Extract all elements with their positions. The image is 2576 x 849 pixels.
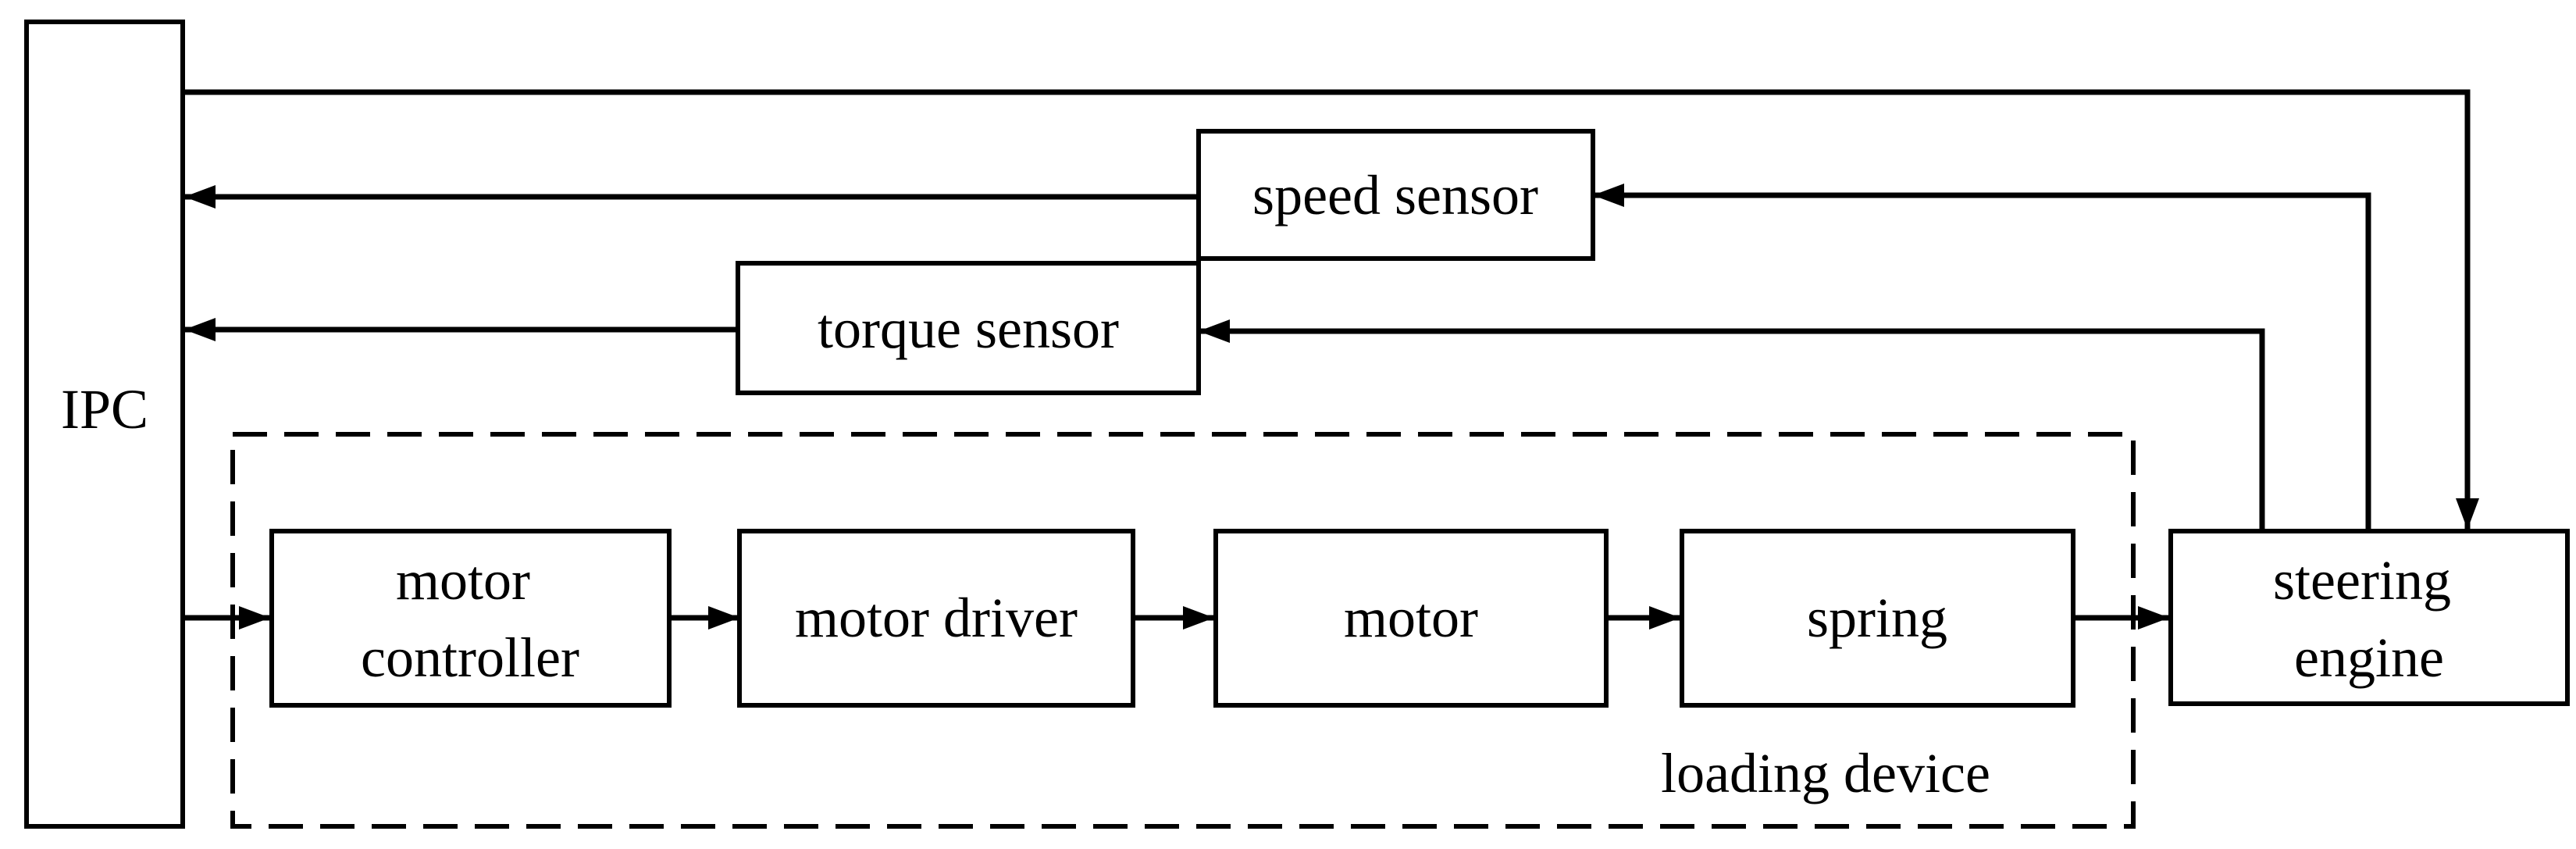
motor-controller-label-line-2: controller — [361, 626, 579, 689]
torque-sensor-label: torque sensor — [818, 298, 1119, 360]
motor-controller-label: motor controller — [361, 549, 579, 689]
steering-engine-to-speed-sensor-line — [1593, 184, 2371, 530]
ipc-to-steering-engine-line — [183, 89, 2479, 530]
torque-sensor-block: torque sensor — [736, 261, 1201, 395]
steering-engine-label: steering engine — [2273, 549, 2465, 689]
ipc-block: IPC — [24, 20, 185, 829]
motor-label: motor — [1344, 587, 1478, 649]
loading-device-boundary — [230, 432, 2136, 829]
motor-controller-block: motor controller — [269, 529, 672, 708]
speed-sensor-block: speed sensor — [1196, 129, 1595, 261]
speed-sensor-label: speed sensor — [1252, 164, 1538, 227]
motor-block: motor — [1213, 529, 1609, 708]
steering-engine-label-line-1: steering — [2273, 549, 2451, 612]
steering-engine-block: steering engine — [2168, 529, 2570, 706]
spring-label: spring — [1807, 587, 1947, 649]
motor-controller-label-line-1: motor — [396, 549, 530, 612]
motor-driver-block: motor driver — [737, 529, 1135, 708]
motor-driver-label: motor driver — [795, 587, 1078, 649]
ipc-label: IPC — [61, 378, 148, 441]
steering-engine-label-line-2: engine — [2294, 626, 2444, 689]
spring-block: spring — [1680, 529, 2075, 708]
loading-device-label: loading device — [1661, 742, 1990, 804]
steering-engine-to-torque-sensor-line — [1199, 319, 2265, 530]
